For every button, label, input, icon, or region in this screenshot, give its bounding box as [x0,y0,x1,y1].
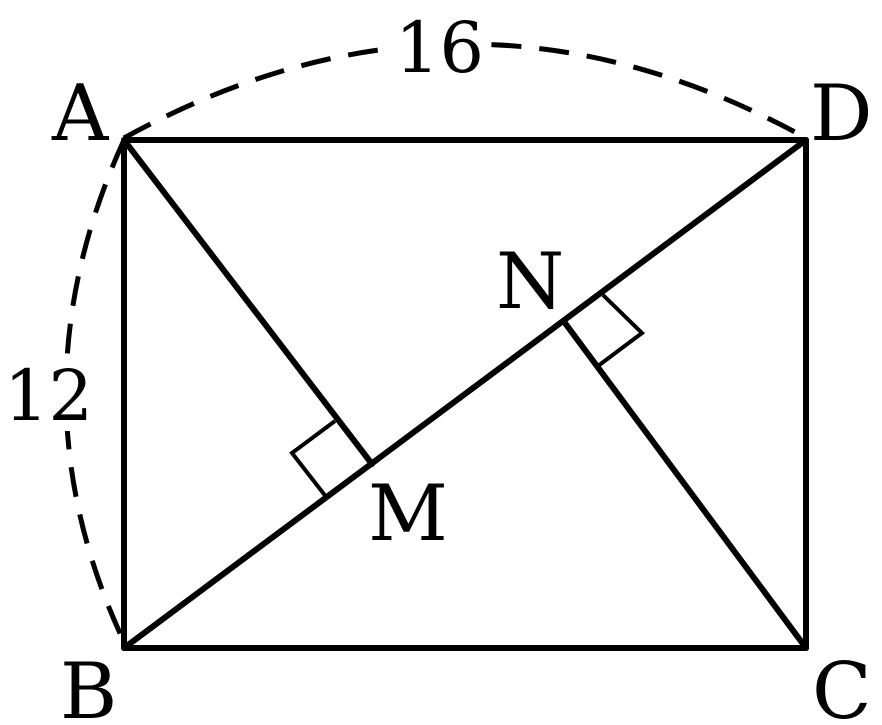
vertex-label-c: C [812,647,872,725]
vertex-label-b: B [60,647,117,725]
vertex-label-a: A [51,69,110,159]
point-label-n: N [496,237,564,327]
vertex-label-d: D [810,69,873,159]
right-angle-mark-n [596,293,646,368]
label-16-background [388,4,488,82]
point-label-m: M [368,469,448,559]
segment-cn [562,320,809,651]
dimension-label-left: 12 [4,355,93,437]
dimension-label-top: 16 [395,7,484,89]
segment-am [121,137,375,467]
label-12-background [0,355,90,431]
right-angle-mark-m [289,419,337,500]
diagonal-bd [121,137,809,651]
